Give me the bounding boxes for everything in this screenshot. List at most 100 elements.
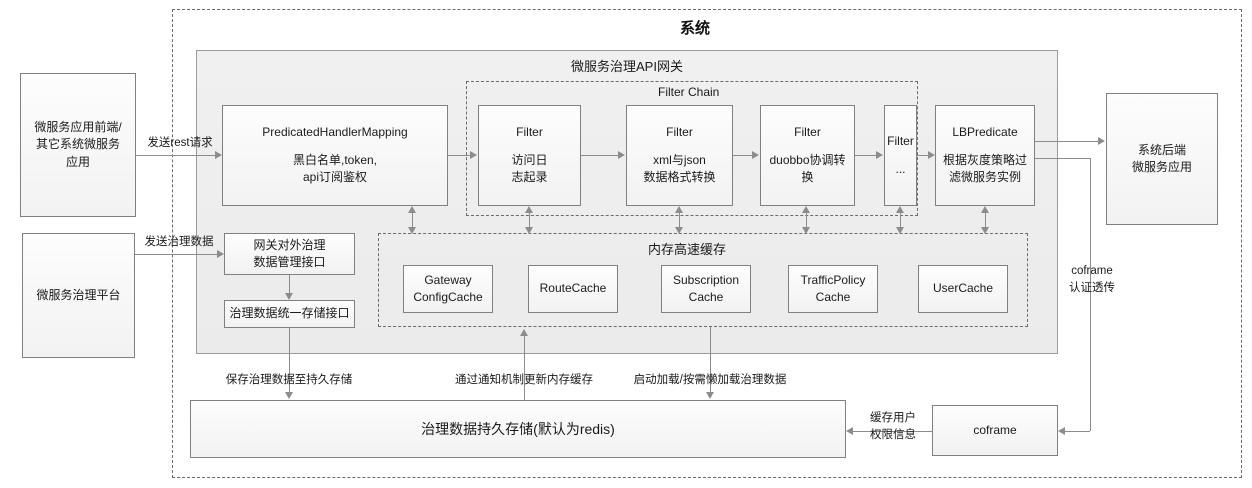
- arrow-filter3-cache-down: [802, 227, 810, 234]
- coframe-node[interactable]: coframe: [932, 405, 1058, 456]
- arrow-filter4-cache-up: [896, 206, 904, 213]
- arrow-filter3-to-filter4: [876, 151, 883, 159]
- filter-1-sub1: 访问日: [511, 152, 548, 167]
- arrow-filter3-cache-up: [802, 206, 810, 213]
- backend-line2: 微服务应用: [1131, 160, 1192, 174]
- filter-chain-label: Filter Chain: [658, 85, 720, 99]
- predicated-handler-mapping-node[interactable]: PredicatedHandlerMapping 黑白名单,token, api…: [222, 105, 448, 206]
- mgmt-api-line2: 数据管理接口: [253, 255, 326, 269]
- conn-client-to-handler: [136, 155, 215, 156]
- filter-4-sub1: ...: [895, 161, 906, 176]
- arrow-handler-cache-down: [408, 227, 416, 234]
- lb-predicate-sub1: 根据灰度策略过: [942, 152, 1027, 167]
- conn-coframe-in-h: [1065, 431, 1090, 432]
- conn-mgmt-to-storage: [289, 275, 290, 293]
- filter-2-sub1: xml与json: [653, 152, 706, 167]
- filter-node-1[interactable]: Filter 访问日 志起录: [478, 105, 581, 206]
- gateway-mgmt-api-node[interactable]: 网关对外治理 数据管理接口: [224, 233, 355, 275]
- conn-platform-to-mgmt: [135, 254, 217, 255]
- arrow-cache-to-persist: [706, 392, 714, 399]
- cache-node-route[interactable]: RouteCache: [528, 265, 618, 313]
- arrow-handler-to-filter1: [470, 151, 477, 159]
- conn-filter1-cache-v: [529, 212, 530, 227]
- arrow-filter1-cache-down: [525, 227, 533, 234]
- system-title: 系统: [680, 20, 711, 37]
- conn-lb-cache-v: [985, 212, 986, 227]
- mgmt-api-line1: 网关对外治理: [253, 237, 326, 252]
- conn-storage-to-persist: [289, 328, 290, 392]
- conn-filter3-cache-v: [806, 212, 807, 227]
- cache-1-line2: ConfigCache: [413, 290, 483, 304]
- arrow-filter2-cache-down: [675, 227, 683, 234]
- arrow-storage-to-persist: [285, 392, 293, 399]
- backend-node[interactable]: 系统后端 微服务应用: [1106, 93, 1218, 225]
- arrow-filter2-cache-up: [675, 206, 683, 213]
- handler-mapping-sub2: api订阅鉴权: [302, 170, 367, 185]
- edge-label-cache-user: 缓存用户 权限信息: [870, 412, 916, 442]
- lb-predicate-sub2: 滤微服务实例: [948, 170, 1021, 185]
- arrow-lb-cache-up: [981, 206, 989, 213]
- filter-4-title: Filter: [887, 134, 914, 149]
- arrow-filter1-to-filter2: [618, 151, 625, 159]
- edge-label-send-rest: 发送rest请求: [147, 137, 213, 149]
- conn-lb-to-backend: [1035, 141, 1098, 142]
- cache-4-line1: TrafficPolicy: [800, 272, 866, 287]
- conn-filter1-to-filter2: [581, 155, 618, 156]
- cache-node-user[interactable]: UserCache: [918, 265, 1008, 313]
- arrow-filter4-to-lb: [928, 151, 935, 159]
- client-node[interactable]: 微服务应用前端/ 其它系统微服务 应用: [20, 73, 136, 217]
- client-line1: 微服务应用前端/: [34, 119, 122, 134]
- conn-lb-to-coframe-v: [1090, 158, 1091, 431]
- cache-node-gateway-config[interactable]: Gateway ConfigCache: [403, 265, 493, 313]
- arrow-filter1-cache-up: [525, 206, 533, 213]
- edge-label-send-governance: 发送治理数据: [144, 236, 214, 248]
- cache-2-line1: RouteCache: [539, 281, 607, 296]
- arrow-lb-to-backend: [1098, 137, 1105, 145]
- conn-handler-to-filter1: [448, 155, 470, 156]
- edge-label-startup-load: 启动加载/按需懒加载治理数据: [633, 374, 787, 386]
- arrow-persist-to-cache: [520, 329, 528, 336]
- edge-label-save-persist: 保存治理数据至持久存储: [225, 374, 353, 386]
- conn-filter3-to-filter4: [855, 155, 876, 156]
- conn-persist-to-cache: [524, 336, 525, 400]
- filter-2-title: Filter: [666, 125, 693, 140]
- arrow-platform-to-mgmt: [217, 250, 224, 258]
- cache-3-line2: Cache: [688, 290, 724, 304]
- lb-predicate-node[interactable]: LBPredicate 根据灰度策略过 滤微服务实例: [935, 105, 1035, 206]
- arrow-handler-cache-up: [408, 206, 416, 213]
- cache-node-traffic-policy[interactable]: TrafficPolicy Cache: [788, 265, 878, 313]
- edge-label-notify-update: 通过通知机制更新内存缓存: [455, 374, 593, 386]
- filter-3-sub1: duobbo协调转: [769, 152, 846, 167]
- filter-chain-group: [466, 81, 918, 216]
- filter-1-sub2: 志起录: [511, 170, 548, 185]
- filter-3-sub2: 换: [801, 170, 814, 185]
- filter-node-4[interactable]: Filter ...: [884, 105, 917, 206]
- conn-filter4-to-lb: [917, 155, 928, 156]
- conn-coframe-to-persist: [853, 431, 932, 432]
- governance-platform-node[interactable]: 微服务治理平台: [22, 233, 135, 358]
- cache-node-subscription[interactable]: Subscription Cache: [661, 265, 751, 313]
- filter-node-3[interactable]: Filter duobbo协调转 换: [760, 105, 855, 206]
- unified-storage-api-node[interactable]: 治理数据统一存储接口: [224, 300, 355, 328]
- arrow-into-coframe: [1058, 427, 1065, 435]
- handler-mapping-title: PredicatedHandlerMapping: [262, 125, 408, 140]
- persistence-label: 治理数据持久存储(默认为redis): [421, 420, 615, 437]
- client-line3: 应用: [65, 154, 90, 169]
- lb-predicate-title: LBPredicate: [952, 125, 1018, 140]
- cache-5-line1: UserCache: [932, 281, 994, 296]
- memory-cache-label: 内存高速缓存: [648, 242, 727, 257]
- client-line2: 其它系统微服务: [35, 137, 120, 152]
- edge-label-coframe-auth: coframe 认证透传: [1069, 265, 1115, 295]
- filter-1-title: Filter: [516, 125, 543, 140]
- filter-node-2[interactable]: Filter xml与json 数据格式转换: [626, 105, 733, 206]
- persistent-storage-node[interactable]: 治理数据持久存储(默认为redis): [190, 400, 846, 458]
- filter-3-title: Filter: [794, 125, 821, 140]
- arrow-filter4-cache-down: [896, 227, 904, 234]
- conn-filter2-to-filter3: [733, 155, 752, 156]
- arrow-coframe-to-persist: [846, 427, 853, 435]
- system-boundary: [172, 9, 1242, 478]
- conn-cache-to-persist: [710, 327, 711, 392]
- api-gateway-panel-title: 微服务治理API网关: [571, 59, 683, 74]
- conn-filter2-cache-v: [679, 212, 680, 227]
- cache-4-line2: Cache: [815, 290, 851, 304]
